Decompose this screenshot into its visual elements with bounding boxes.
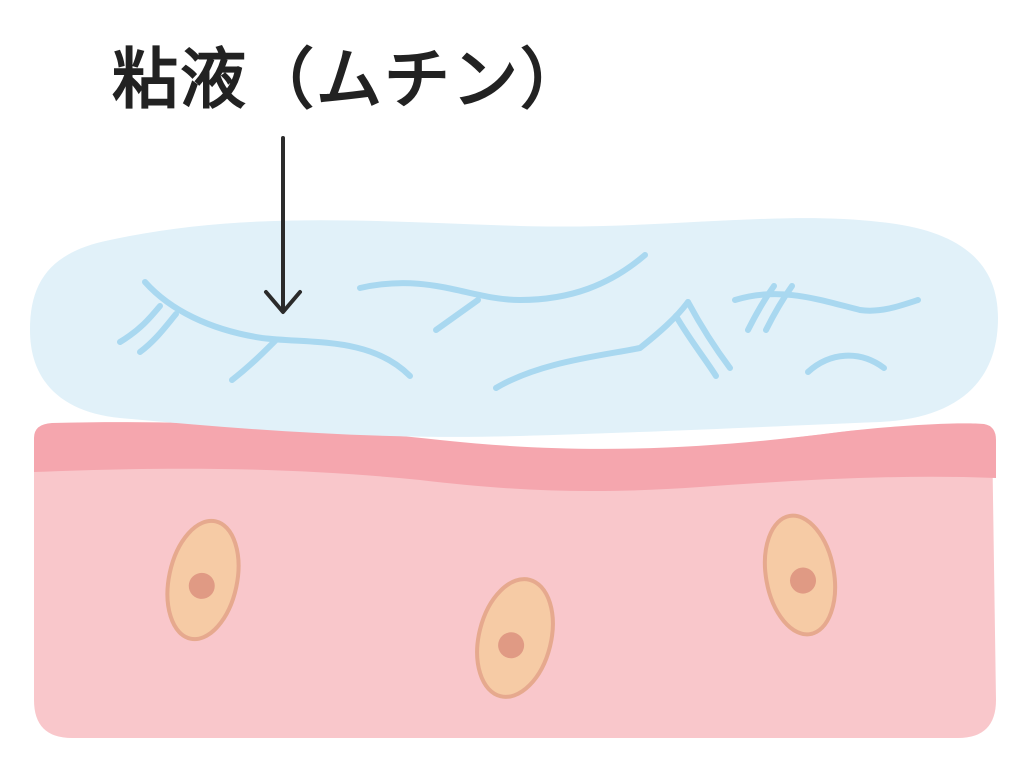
mucus-blob bbox=[30, 218, 998, 437]
cells bbox=[165, 513, 838, 699]
mucin-fiber bbox=[673, 313, 719, 379]
mucus-layer bbox=[30, 218, 998, 437]
mucin-fiber bbox=[357, 252, 648, 304]
tissue-surface-band bbox=[34, 422, 996, 492]
cell-nucleus bbox=[790, 567, 817, 594]
pointer-arrow bbox=[264, 136, 302, 314]
arrow-head bbox=[264, 290, 302, 314]
mucin-fiber bbox=[493, 299, 691, 391]
mucin-label: 粘液（ムチン） bbox=[112, 41, 588, 118]
mucin-fiber bbox=[229, 337, 279, 383]
mucin-fiber bbox=[137, 311, 179, 355]
cell-nucleus bbox=[188, 572, 215, 599]
mucin-fiber bbox=[433, 297, 481, 333]
mucin-fiber bbox=[685, 299, 733, 371]
mucin-fiber bbox=[142, 279, 413, 379]
cell bbox=[165, 518, 241, 642]
cell bbox=[475, 577, 555, 699]
mucin-fiber bbox=[745, 283, 777, 333]
mucin-fiber bbox=[117, 303, 163, 345]
cell-nucleus bbox=[498, 632, 525, 659]
mucin-fibers bbox=[117, 252, 921, 391]
cell bbox=[762, 513, 838, 637]
mucin-fiber bbox=[805, 352, 887, 375]
mucin-fiber bbox=[763, 283, 795, 333]
